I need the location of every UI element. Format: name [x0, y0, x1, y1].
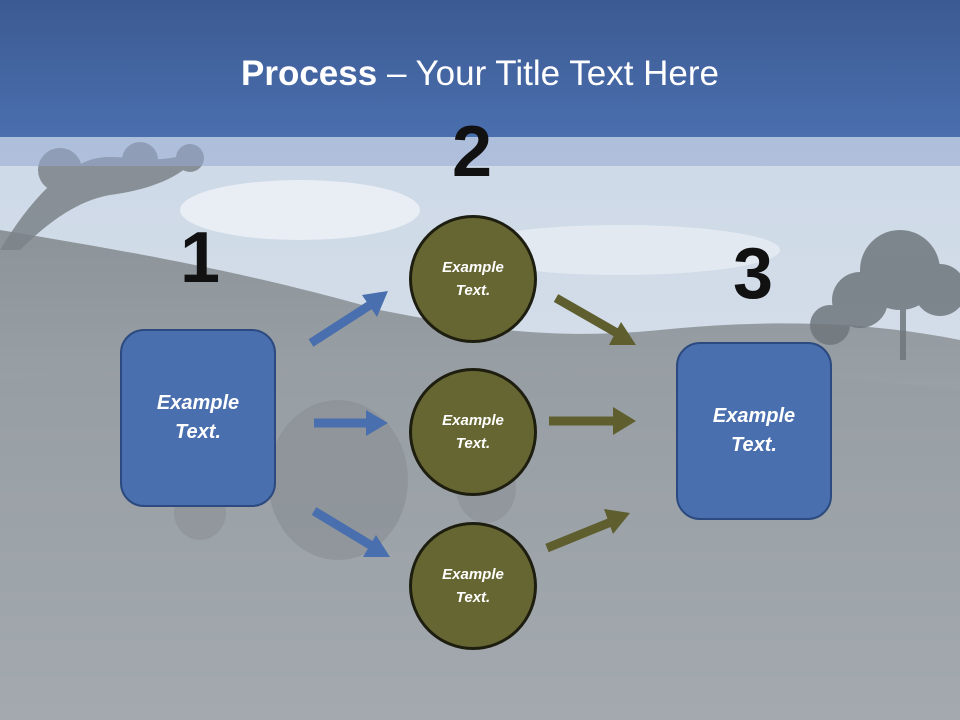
step-number-3: 3 — [732, 234, 774, 314]
process-box-end[interactable]: Example Text. — [676, 342, 832, 520]
process-circle-bottom[interactable]: Example Text. — [409, 522, 537, 650]
process-circle-top-label: Example Text. — [442, 259, 504, 299]
arrow-middle-to-right — [549, 407, 636, 435]
slide-title: Process – Your Title Text Here — [0, 50, 960, 98]
arrow-left-to-top — [308, 291, 388, 347]
step-number-2: 2 — [451, 112, 493, 192]
step-number-1: 1 — [179, 218, 221, 298]
process-box-end-label: Example Text. — [712, 405, 796, 456]
title-bar — [0, 0, 960, 137]
process-box-start-label: Example Text. — [156, 392, 240, 443]
process-circle-middle[interactable]: Example Text. — [409, 368, 537, 496]
process-circle-top[interactable]: Example Text. — [409, 215, 537, 343]
process-circle-bottom-label: Example Text. — [442, 566, 504, 606]
process-circle-middle-label: Example Text. — [442, 412, 504, 452]
arrow-left-to-bottom — [311, 507, 390, 557]
title-rest-part: – Your Title Text Here — [377, 54, 719, 93]
arrow-bottom-to-right — [545, 509, 630, 553]
arrow-left-to-middle — [314, 410, 388, 436]
process-box-start[interactable]: Example Text. — [120, 329, 276, 507]
arrow-top-to-right — [553, 294, 636, 345]
title-bar-shadow-strip — [0, 137, 960, 166]
title-bold-part: Process — [241, 54, 378, 93]
